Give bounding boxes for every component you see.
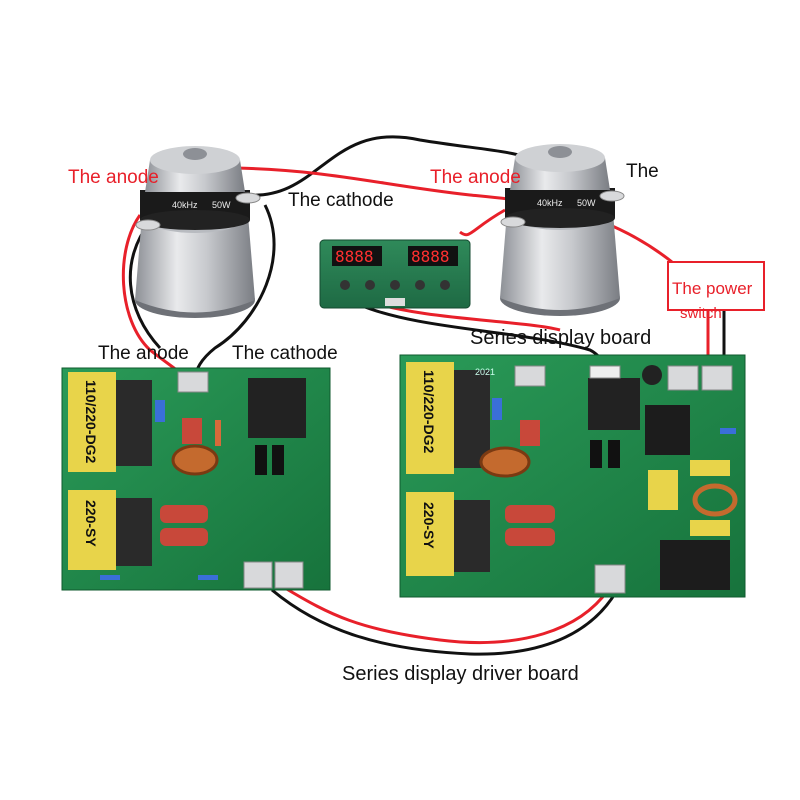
electrolytic-cap xyxy=(642,365,662,385)
display-left-digits: 8888 xyxy=(335,247,374,266)
power-switch-box xyxy=(667,261,765,311)
transducer-left-freq: 40kHz xyxy=(172,200,198,210)
label-power-switch-line1: The power xyxy=(672,279,753,298)
blue-cap-left xyxy=(155,400,165,422)
connector-right-bottom xyxy=(594,564,626,594)
board-date-code: 2021 xyxy=(475,367,495,377)
label-power-switch-line2: switch xyxy=(680,305,722,322)
connector-right-power xyxy=(701,365,733,391)
inductor-left xyxy=(171,444,219,476)
connector-left-top xyxy=(177,371,209,393)
connector-right-top xyxy=(514,365,546,387)
labels: The anode The cathode The anode The The … xyxy=(68,161,753,685)
transformer-top-right-label: 110/220-DG2 xyxy=(421,370,437,453)
wire-red-bottom xyxy=(284,586,610,644)
transducer-right-power: 50W xyxy=(577,198,596,208)
display-button-1 xyxy=(340,280,350,290)
transformer-bottom-left xyxy=(68,490,116,570)
connector-left-bottom-2 xyxy=(274,561,304,589)
yellow-cap-2 xyxy=(690,520,730,536)
label-the-right: The xyxy=(626,161,659,182)
connector-right-display xyxy=(589,365,621,379)
heatsink-left xyxy=(248,378,306,438)
small-transformer xyxy=(648,470,678,510)
transducer-left: 40kHz 50W xyxy=(135,146,261,318)
capacitor-right-1 xyxy=(505,505,555,523)
transducer-right: 40kHz 50W xyxy=(500,144,625,316)
transformer-top-left xyxy=(68,372,116,472)
connector-right-output xyxy=(667,365,699,391)
driver-board-right: 110/220-DG2 220-SY 2021 xyxy=(399,354,746,598)
display-connector xyxy=(385,298,405,306)
transformer-top-right xyxy=(406,362,454,474)
display-board: 8888 8888 xyxy=(319,239,471,309)
wire-black-bottom xyxy=(271,588,618,656)
blue-cap-right xyxy=(492,398,502,420)
label-anode-board: The anode xyxy=(98,343,189,364)
display-button-2 xyxy=(365,280,375,290)
driver-board-left: 110/220-DG2 220-SY xyxy=(61,367,331,591)
inductor-right-2 xyxy=(692,483,738,517)
capacitor-right-3 xyxy=(520,420,540,446)
display-button-3 xyxy=(390,280,400,290)
capacitor-left-1 xyxy=(160,505,208,523)
label-anode-right: The anode xyxy=(430,167,521,188)
display-button-4 xyxy=(415,280,425,290)
label-driver-board: Series display driver board xyxy=(342,663,579,685)
transformer-top-left-label: 110/220-DG2 xyxy=(83,380,99,463)
label-cathode-board: The cathode xyxy=(232,343,338,364)
display-button-5 xyxy=(440,280,450,290)
connector-left-bottom-1 xyxy=(243,561,273,589)
transducer-left-power: 50W xyxy=(212,200,231,210)
transformer-bottom-left-label: 220-SY xyxy=(83,500,99,547)
wire-black-left-down xyxy=(194,204,276,377)
relay-right-1 xyxy=(645,405,690,455)
capacitor-left-3 xyxy=(182,418,202,444)
label-anode-left: The anode xyxy=(68,167,159,188)
wire-red-right-trans xyxy=(459,208,506,237)
label-cathode-top: The cathode xyxy=(288,190,394,211)
inductor-right-1 xyxy=(479,446,531,478)
display-right-digits: 8888 xyxy=(411,247,450,266)
yellow-cap-1 xyxy=(690,460,730,476)
transformer-bottom-right xyxy=(406,492,454,576)
transformer-bottom-right-label: 220-SY xyxy=(421,502,437,549)
heatsink-right xyxy=(588,378,640,430)
wires xyxy=(121,135,726,656)
transducer-right-freq: 40kHz xyxy=(537,198,563,208)
capacitor-right-2 xyxy=(505,528,555,546)
relay-right-2 xyxy=(660,540,730,590)
wire-black-left-loop xyxy=(247,135,546,197)
label-display-board: Series display board xyxy=(470,327,651,349)
capacitor-left-2 xyxy=(160,528,208,546)
